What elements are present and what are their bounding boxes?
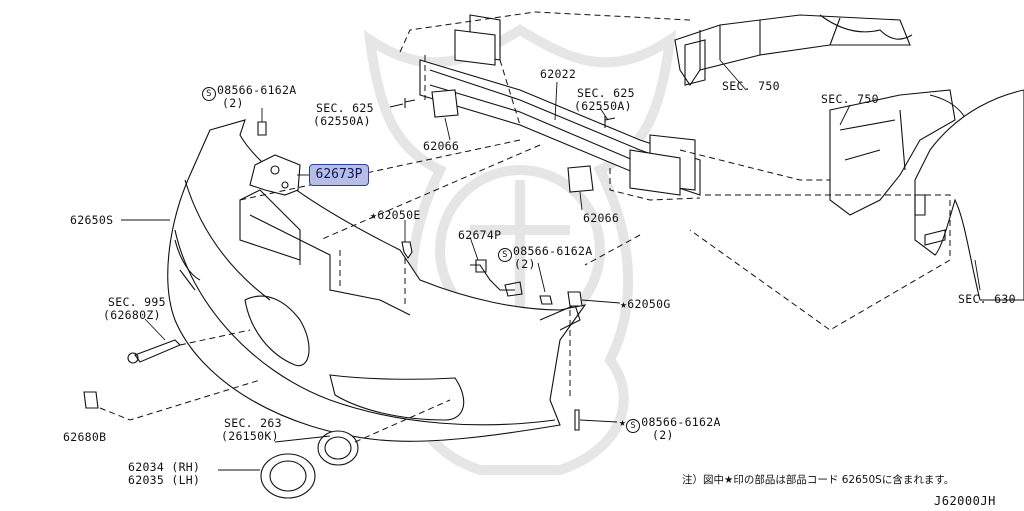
label-sec263-ref: (26150K) bbox=[221, 429, 279, 443]
label-62066-right[interactable]: 62066 bbox=[583, 211, 620, 225]
label-sec625-left-ref: (62550A) bbox=[313, 114, 371, 128]
label-62066-left[interactable]: 62066 bbox=[423, 139, 460, 153]
part-number: 62035 bbox=[128, 473, 165, 487]
harness-62674p bbox=[470, 259, 553, 305]
fog-lamp bbox=[260, 430, 359, 499]
label-sec625-left[interactable]: SEC. 625 bbox=[316, 101, 374, 115]
label-62650s[interactable]: 62650S bbox=[70, 213, 114, 227]
label-sec263[interactable]: SEC. 263 bbox=[224, 416, 282, 430]
label-sec625-right-ref: (62550A) bbox=[574, 99, 632, 113]
callout-62673p[interactable]: 62673P bbox=[309, 164, 369, 186]
star-mark: ★ bbox=[619, 415, 627, 429]
quantity: (2) bbox=[514, 257, 536, 271]
bracket-62673p bbox=[249, 121, 301, 196]
part-number: 08566-6162A bbox=[641, 415, 721, 429]
label-sec750-mid[interactable]: SEC. 750 bbox=[821, 92, 879, 106]
label-sec625-right[interactable]: SEC. 625 bbox=[577, 86, 635, 100]
label-62050e[interactable]: ★62050E bbox=[370, 208, 421, 222]
label-sec995-ref: (62680Z) bbox=[103, 308, 161, 322]
front-fender bbox=[914, 89, 1024, 301]
small-parts bbox=[83, 89, 616, 431]
screw-symbol-icon: S bbox=[498, 248, 512, 262]
label-sec995[interactable]: SEC. 995 bbox=[108, 295, 166, 309]
quantity: (2) bbox=[652, 428, 674, 442]
figure-code: J62000JH bbox=[934, 494, 996, 508]
bumper-fascia bbox=[167, 119, 587, 442]
screw-symbol-icon: S bbox=[202, 87, 216, 101]
assembly-lines bbox=[99, 11, 951, 443]
label-62034[interactable]: 62034 (RH) bbox=[128, 461, 200, 473]
label-62035[interactable]: 62035 (LH) bbox=[128, 474, 200, 486]
screw-symbol-icon: S bbox=[626, 419, 641, 433]
label-sec630[interactable]: SEC. 630 bbox=[958, 292, 1016, 306]
quantity: (2) bbox=[222, 96, 244, 110]
side-member bbox=[674, 14, 913, 86]
leader-lines bbox=[121, 59, 981, 471]
label-62674p[interactable]: 62674P bbox=[458, 228, 502, 242]
part-number: 08566-6162A bbox=[513, 244, 593, 258]
label-62050g[interactable]: ★62050G bbox=[620, 297, 671, 311]
side: (RH) bbox=[171, 460, 201, 474]
tow-hook bbox=[127, 339, 181, 364]
part-number: 08566-6162A bbox=[217, 83, 297, 97]
label-62680b[interactable]: 62680B bbox=[63, 430, 107, 444]
bumper-reinforcement bbox=[419, 14, 701, 196]
label-sec750-top[interactable]: SEC. 750 bbox=[722, 79, 780, 93]
part-number: 62034 bbox=[128, 460, 165, 474]
label-62022[interactable]: 62022 bbox=[540, 67, 577, 81]
side: (LH) bbox=[171, 473, 201, 487]
footnote: 注）図中★印の部品は部品コード 62650Sに含まれます。 bbox=[682, 474, 955, 486]
